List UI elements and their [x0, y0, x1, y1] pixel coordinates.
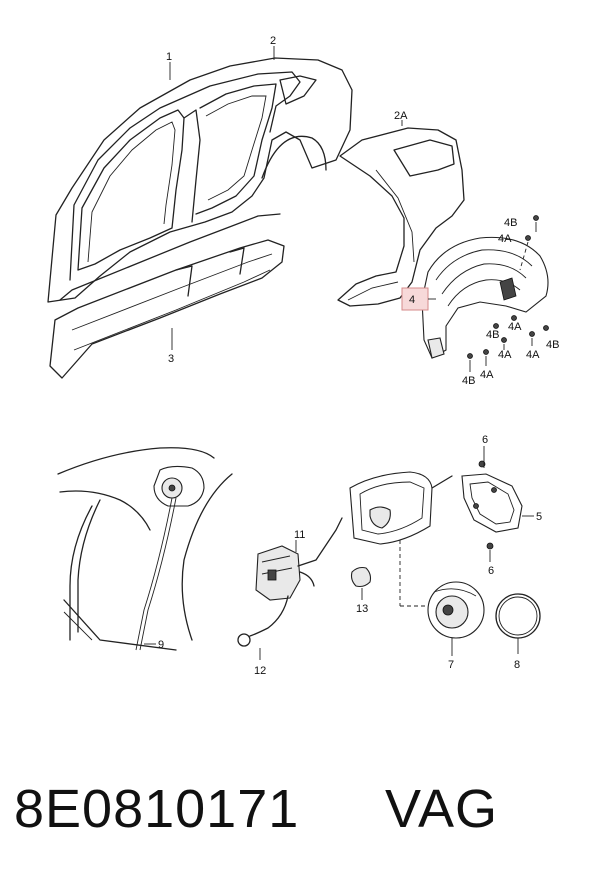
fastener-group: [467, 215, 549, 372]
fuel-flap-actuator: [237, 517, 343, 660]
label-4b-left: 4B: [486, 329, 499, 341]
label-12: 12: [254, 665, 266, 677]
label-2a: 2A: [394, 110, 408, 122]
label-2: 2: [270, 35, 276, 47]
brand-name: VAG: [385, 779, 499, 839]
fuel-filler-housing: [349, 471, 453, 607]
seal-ring: [495, 593, 541, 654]
parts-diagram: 1 2 3 2A 4: [47, 35, 559, 677]
label-4a-mid: 4A: [508, 321, 522, 333]
label-8: 8: [514, 659, 520, 671]
label-4: 4: [409, 294, 415, 306]
label-13: 13: [356, 603, 368, 615]
label-6-top: 6: [482, 434, 488, 446]
side-panel: [47, 46, 353, 303]
label-7: 7: [448, 659, 454, 671]
filler-neck: [427, 581, 485, 656]
label-1: 1: [166, 51, 172, 63]
rear-quarter-panel: [337, 120, 465, 307]
label-3: 3: [168, 353, 174, 365]
label-9: 9: [158, 639, 164, 651]
label-4b-top: 4B: [504, 217, 517, 229]
sill-panel: [49, 239, 285, 379]
rear-quarter-fuel-area: [57, 447, 233, 651]
label-4a-right: 4A: [526, 349, 540, 361]
label-4b-right: 4B: [546, 339, 559, 351]
label-6-bottom: 6: [488, 565, 494, 577]
footer: 8E0810171 VAG: [0, 768, 600, 868]
label-11: 11: [294, 529, 305, 541]
label-4a-top: 4A: [498, 233, 512, 245]
label-5: 5: [536, 511, 542, 523]
flap-hinge: [461, 446, 534, 562]
part-number: 8E0810171: [14, 779, 300, 839]
label-4a-low: 4A: [498, 349, 512, 361]
wheel-housing-liner: [421, 236, 549, 359]
label-4a-bottom: 4A: [480, 369, 494, 381]
cap-13: [350, 566, 372, 600]
label-4b-bottom: 4B: [462, 375, 475, 387]
